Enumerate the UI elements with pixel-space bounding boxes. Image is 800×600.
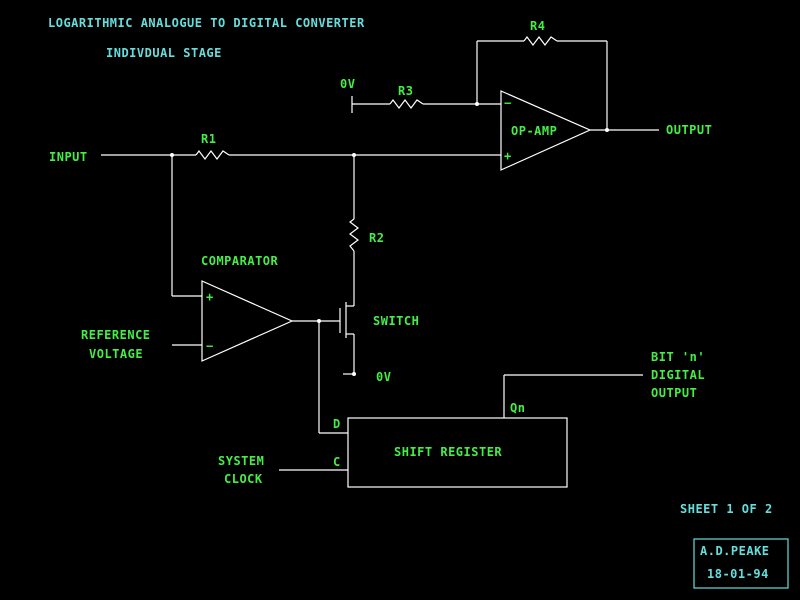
author-label: A.D.PEAKE — [700, 544, 770, 558]
switch-label: SWITCH — [373, 314, 419, 328]
clock-label-line2: CLOCK — [224, 472, 263, 486]
resistor-r2 — [349, 218, 359, 252]
title-block-box — [693, 538, 789, 589]
opamp-label: OP-AMP — [511, 124, 557, 138]
bit-label-line2: DIGITAL — [651, 368, 705, 382]
sheet-label: SHEET 1 OF 2 — [680, 502, 773, 516]
ov-top-label: 0V — [340, 77, 355, 91]
c-pin-label: C — [333, 455, 341, 469]
resistor-r4 — [523, 36, 558, 46]
diagram-subtitle: INDIVDUAL STAGE — [106, 46, 222, 60]
reference-label-line1: REFERENCE — [81, 328, 151, 342]
qn-pin-label: Qn — [510, 401, 525, 415]
ov-bottom-label: 0V — [376, 370, 391, 384]
r2-label: R2 — [369, 231, 384, 245]
opamp-plus: + — [504, 149, 512, 163]
comparator-label: COMPARATOR — [201, 254, 279, 268]
bit-label-line1: BIT 'n' — [651, 350, 705, 364]
clock-label-line1: SYSTEM — [218, 454, 264, 468]
r1-label: R1 — [201, 132, 216, 146]
comparator-minus: − — [206, 339, 214, 353]
resistor-r3 — [389, 99, 424, 109]
ov-bottom-junction — [352, 372, 356, 376]
reference-label-line2: VOLTAGE — [89, 347, 143, 361]
date-label: 18-01-94 — [707, 567, 769, 581]
comparator-plus: + — [206, 290, 214, 304]
bit-label-line3: OUTPUT — [651, 386, 697, 400]
r3-label: R3 — [398, 84, 413, 98]
r4-label: R4 — [530, 19, 545, 33]
diagram-title: LOGARITHMIC ANALOGUE TO DIGITAL CONVERTE… — [48, 16, 365, 30]
minus-junction — [475, 102, 479, 106]
shift-register-box — [347, 417, 568, 488]
shift-register-label: SHIFT REGISTER — [394, 445, 502, 459]
output-label: OUTPUT — [666, 123, 712, 137]
resistor-r1 — [195, 150, 230, 160]
opamp-symbol — [500, 90, 592, 171]
input-label: INPUT — [49, 150, 88, 164]
opamp-minus: − — [504, 96, 512, 110]
comparator-symbol — [201, 280, 294, 362]
d-pin-label: D — [333, 417, 341, 431]
